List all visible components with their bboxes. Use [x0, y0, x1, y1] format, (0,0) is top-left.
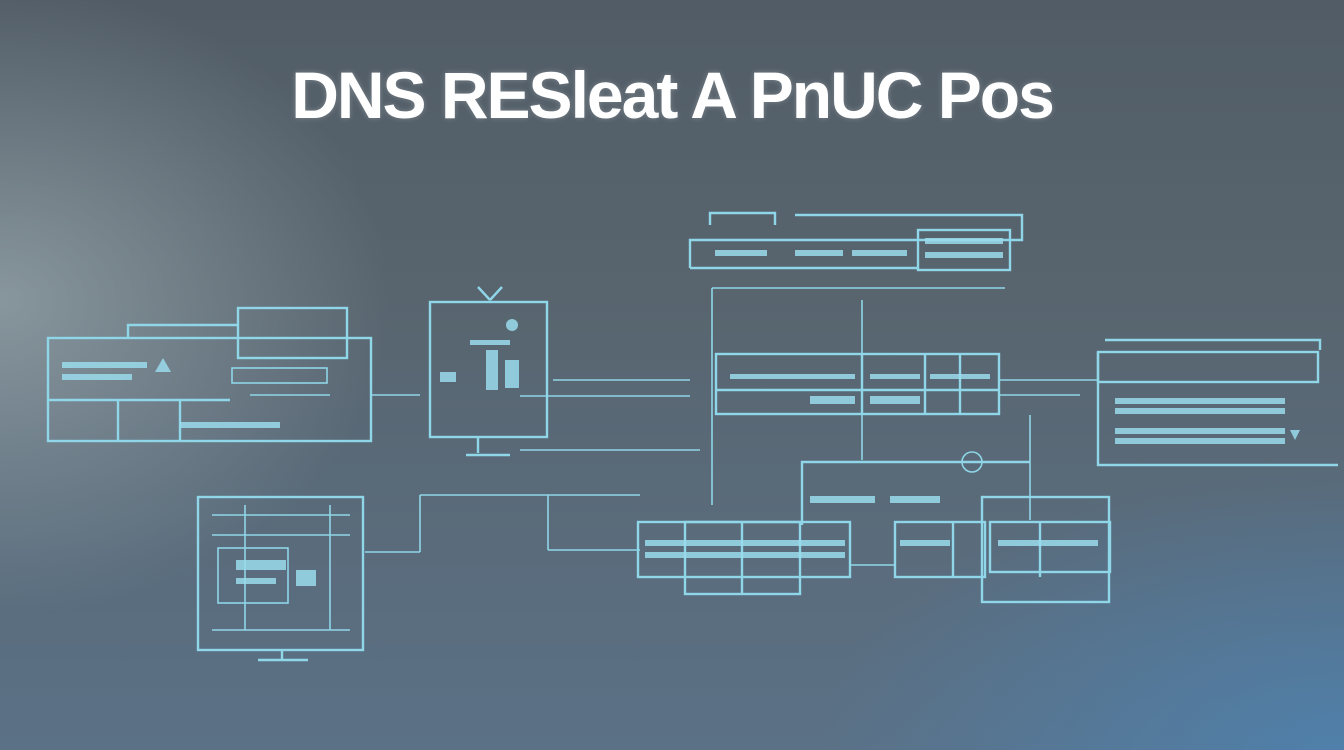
- center-node-grid: [714, 352, 1001, 416]
- mid-system-panel: [800, 451, 1030, 525]
- page-title: DNS RESleat A PnUC Pos: [291, 58, 1055, 132]
- monitor-icon: [196, 495, 365, 662]
- right-system-panel: [1096, 338, 1338, 467]
- connector-lines: [365, 287, 1098, 566]
- bottom-node-row: [636, 495, 1112, 604]
- tv-antenna-icon: [428, 286, 549, 457]
- left-system-panel: [46, 306, 373, 443]
- top-system-panel: [688, 211, 1024, 272]
